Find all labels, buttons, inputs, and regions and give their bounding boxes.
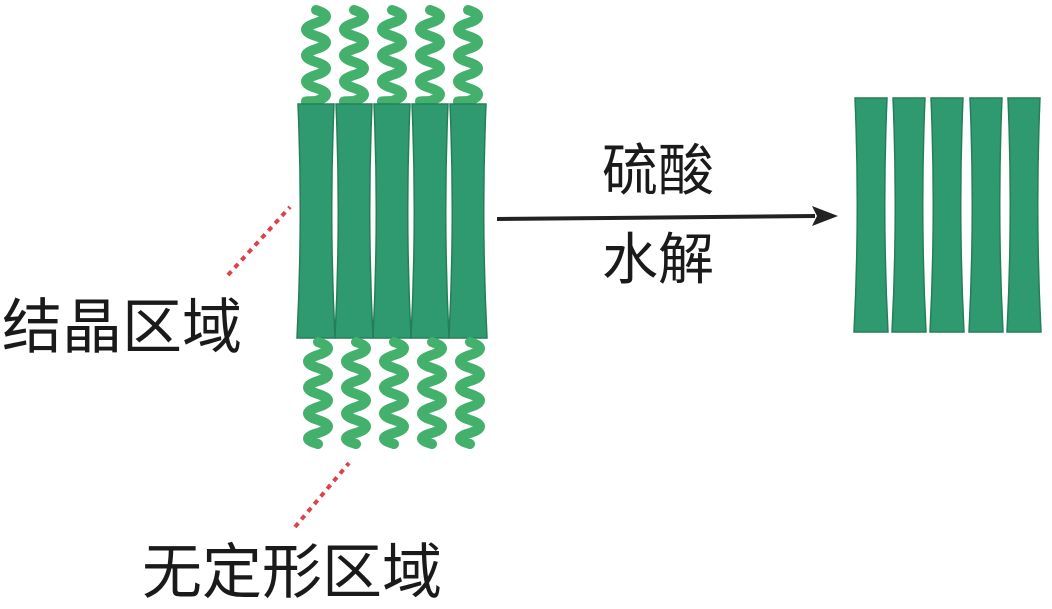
leader-line-amorphous [293,461,351,529]
amorphous-coil [341,337,371,449]
crystalline-fiber-bundle-right [853,97,1042,333]
crystalline-nanocrystal-fiber [929,97,965,333]
crystalline-nanocrystal-fiber [968,97,1004,333]
crystalline-fiber [448,103,488,339]
crystalline-fiber-bundle-left [296,103,488,339]
amorphous-region-label: 无定形区域 [142,538,442,608]
crystalline-fiber [296,103,336,339]
crystalline-fiber [372,103,412,339]
amorphous-coil [455,337,485,449]
amorphous-coil [339,5,369,107]
amorphous-coil [303,337,333,449]
reaction-arrow [496,206,838,226]
amorphous-coil [377,5,407,107]
leader-line-crystalline [226,205,292,277]
hydrolysis-label: 水解 [602,228,714,293]
sulfuric-acid-label: 硫酸 [602,139,714,204]
crystalline-nanocrystal-fiber [891,97,927,333]
amorphous-coil [415,5,445,107]
crystalline-nanocrystal-fiber [853,97,889,333]
crystalline-fiber [410,103,450,339]
amorphous-coil [379,337,409,449]
crystalline-region-label: 结晶区域 [2,293,242,363]
amorphous-coil [301,5,331,107]
amorphous-coil [417,337,447,449]
amorphous-coils-top [301,5,483,107]
crystalline-nanocrystal-fiber [1006,97,1042,333]
amorphous-coils-bottom [303,337,485,449]
amorphous-coil [453,5,483,107]
crystalline-fiber [334,103,374,339]
